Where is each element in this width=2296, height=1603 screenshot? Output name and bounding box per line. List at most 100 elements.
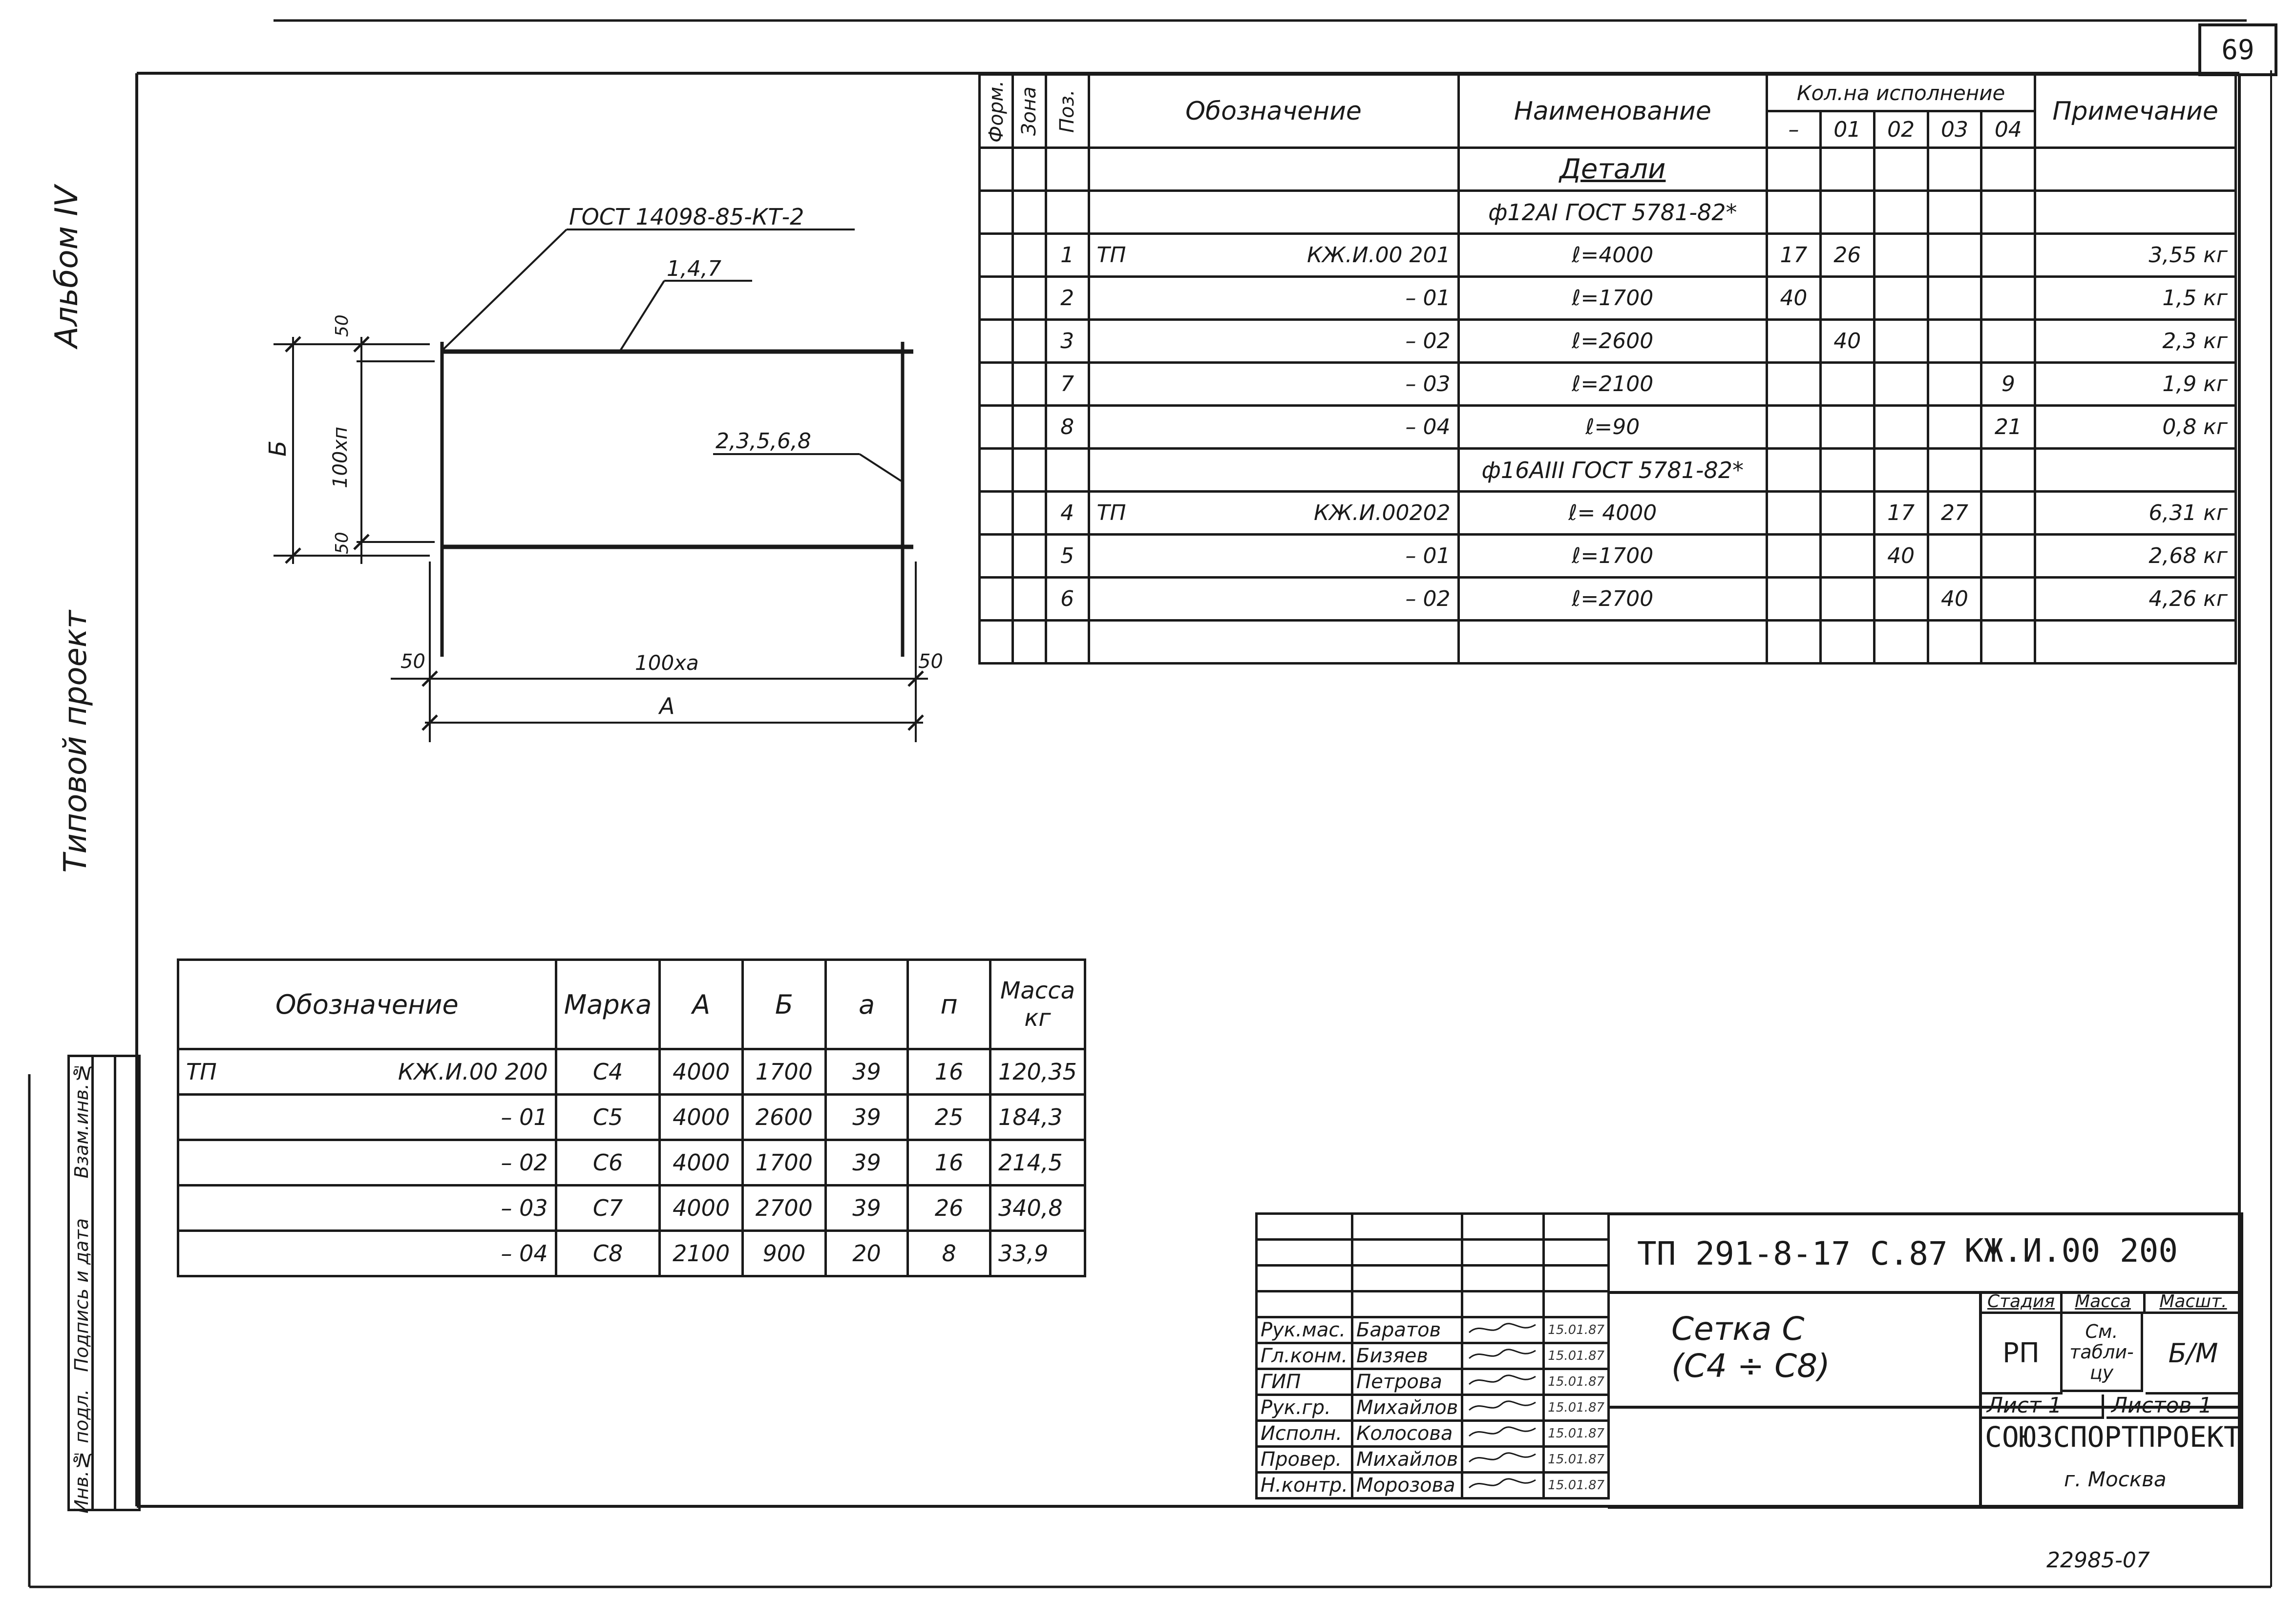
spec-qty-cell [1873, 318, 1929, 364]
variant-code: – 01 [501, 1104, 548, 1130]
spec-qty-cell: 27 [1926, 490, 1983, 536]
spec-pos-cell: 2 [1044, 275, 1090, 321]
spec-qty-cell: 40 [1819, 318, 1875, 364]
dim-50-left-label: 50 [400, 650, 425, 673]
dim-50-right-label: 50 [918, 650, 943, 673]
variant-code: – 02 [501, 1149, 548, 1176]
col-qty-02: 02 [1873, 110, 1929, 149]
signature-name: Баратов [1350, 1316, 1464, 1344]
stamp-empty-row [1255, 1290, 1610, 1318]
vcol-n: п [906, 958, 991, 1050]
signature-scribble [1469, 1348, 1537, 1359]
org-city: г. Москва [2064, 1467, 2167, 1491]
variant-mass-cell: 184,3 [989, 1093, 1087, 1141]
signature-mark [1461, 1342, 1545, 1370]
variant-n-cell: 16 [906, 1139, 991, 1187]
spec-pos-cell: 1 [1044, 232, 1090, 278]
vcol-mark: Марка [554, 958, 661, 1050]
variant-n-cell: 25 [906, 1093, 991, 1141]
variant-alpha-cell: 39 [824, 1184, 909, 1232]
spec-designation-cell: – 03 [1087, 361, 1460, 407]
stamp-empty-cell [1350, 1264, 1464, 1292]
variant-mass-cell: 214,5 [989, 1139, 1087, 1187]
spec-qty-cell: 17 [1873, 490, 1929, 536]
signature-name: Михайлов [1350, 1445, 1464, 1474]
spec-qty-cell [1980, 490, 2037, 536]
spec-format-cell [978, 318, 1014, 364]
spec-zone-cell [1011, 490, 1047, 536]
strip-inv-label: Инв.№ подл. [71, 1389, 92, 1514]
spec-qty-cell [1766, 318, 1822, 364]
spec-format-cell [978, 576, 1014, 622]
signature-scribble [1469, 1322, 1537, 1333]
signature-date: 15.01.87 [1542, 1471, 1610, 1499]
spec-pos-cell: 7 [1044, 361, 1090, 407]
spec-format-cell [978, 533, 1014, 579]
org-name: СОЮЗСПОРТПРОЕКТ [1985, 1420, 2241, 1454]
spec-qty-cell [1980, 318, 2037, 364]
group2-title: ф16АIII ГОСТ 5781-82* [1457, 447, 1769, 493]
strip-col-2 [91, 1057, 116, 1509]
col-pos: Поз. [1046, 74, 1089, 148]
stamp-empty-row [1255, 1238, 1610, 1267]
variant-n-cell: 26 [906, 1184, 991, 1232]
spec-length-cell: ℓ=2100 [1457, 361, 1769, 407]
stamp-empty-row [1255, 1212, 1610, 1241]
spec-zone-cell [1011, 576, 1047, 622]
spec-format-cell [978, 361, 1014, 407]
spec-designation-cell: – 02 [1087, 318, 1460, 364]
spec-qty-cell: 40 [1766, 275, 1822, 321]
sheet-number: 69 [2198, 23, 2277, 76]
stage-grid: Стадия Масса Масшт. РП См. табли- цу Б/М… [1979, 1291, 2243, 1506]
spec-zone-cell [1011, 533, 1047, 579]
variant-mark-cell: С7 [554, 1184, 661, 1232]
vcol-mass: Масса кг [989, 958, 1087, 1050]
stamp-empty-cell [1350, 1212, 1464, 1241]
stamp-empty-cell [1461, 1290, 1545, 1318]
signature-scribble [1469, 1426, 1537, 1436]
stamp-empty-cell [1542, 1212, 1610, 1241]
spec-qty-cell [1926, 404, 1983, 450]
spec-qty-cell [1766, 404, 1822, 450]
signature-role: Рук.мас. [1255, 1316, 1353, 1344]
spec-qty-cell [1873, 232, 1929, 278]
spec-qty-cell [1819, 576, 1875, 622]
strip-col-1 [70, 1057, 94, 1509]
spec-qty-cell [1873, 576, 1929, 622]
spec-qty-cell [1873, 361, 1929, 407]
dim-horizontal-label: 100ха [635, 651, 699, 675]
gost-label: ГОСТ 14098-85-КТ-2 [569, 204, 804, 230]
signature-scribble [1469, 1374, 1537, 1385]
variant-alpha-cell: 39 [824, 1048, 909, 1096]
spec-note-cell: 0,8 кг [2034, 404, 2237, 450]
spec-length-cell: ℓ=1700 [1457, 275, 1769, 321]
signature-mark [1461, 1419, 1545, 1448]
spec-format-cell [978, 232, 1014, 278]
spec-pos-cell: 8 [1044, 404, 1090, 450]
variant-a-cell: 4000 [658, 1184, 744, 1232]
spec-qty-cell: 21 [1980, 404, 2037, 450]
drawing-name: Сетка С (С4 ÷ С8) [1671, 1311, 1830, 1385]
dim-a-label: А [658, 693, 674, 719]
col-qty-group: Кол.на исполнение [1766, 73, 2037, 112]
signature-date: 15.01.87 [1542, 1368, 1610, 1396]
signature-date: 15.01.87 [1542, 1394, 1610, 1422]
scale-value: Б/М [2146, 1314, 2243, 1395]
spec-note-cell: 3,55 кг [2034, 232, 2237, 278]
spec-length-cell: ℓ=2700 [1457, 576, 1769, 622]
stamp-empty-cell [1255, 1264, 1353, 1292]
dim-vertical-label: 100хп [329, 427, 352, 488]
signature-role: Н.контр. [1255, 1471, 1353, 1499]
variant-a-cell: 4000 [658, 1093, 744, 1141]
spec-pos-cell: 3 [1044, 318, 1090, 364]
strip-signature-label: Подпись и дата [71, 1218, 92, 1372]
